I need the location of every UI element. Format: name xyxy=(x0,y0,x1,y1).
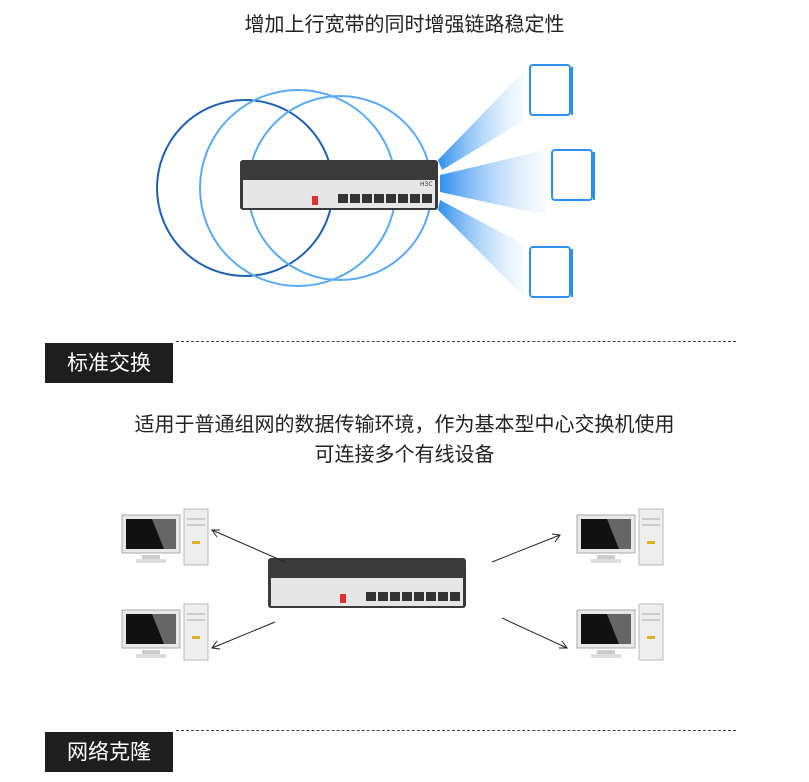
signal-beam xyxy=(438,70,525,170)
pc-icon xyxy=(121,603,209,661)
switch-image-center xyxy=(268,558,466,608)
signal-beam xyxy=(438,200,525,298)
section-description-line1: 适用于普通组网的数据传输环境，作为基本型中心交换机使用 xyxy=(134,412,675,436)
laptop-icon xyxy=(529,246,573,298)
section-header-network-clone: 网络克隆 xyxy=(45,732,173,772)
divider xyxy=(176,341,736,342)
connection-arrows xyxy=(211,529,568,650)
laptop-icon xyxy=(551,149,595,201)
pc-icon xyxy=(576,508,664,566)
brand-logo: H3C xyxy=(420,181,433,188)
divider xyxy=(176,730,736,731)
pc-icon xyxy=(121,508,209,566)
headline: 增加上行宽带的同时增强链路稳定性 xyxy=(244,12,565,36)
switch-image xyxy=(240,160,438,210)
pc-icon xyxy=(576,603,664,661)
section-header-standard-switching: 标准交换 xyxy=(45,343,173,383)
signal-beam xyxy=(440,150,545,215)
section-description-line2: 可连接多个有线设备 xyxy=(314,442,495,466)
laptop-icon xyxy=(529,64,573,116)
